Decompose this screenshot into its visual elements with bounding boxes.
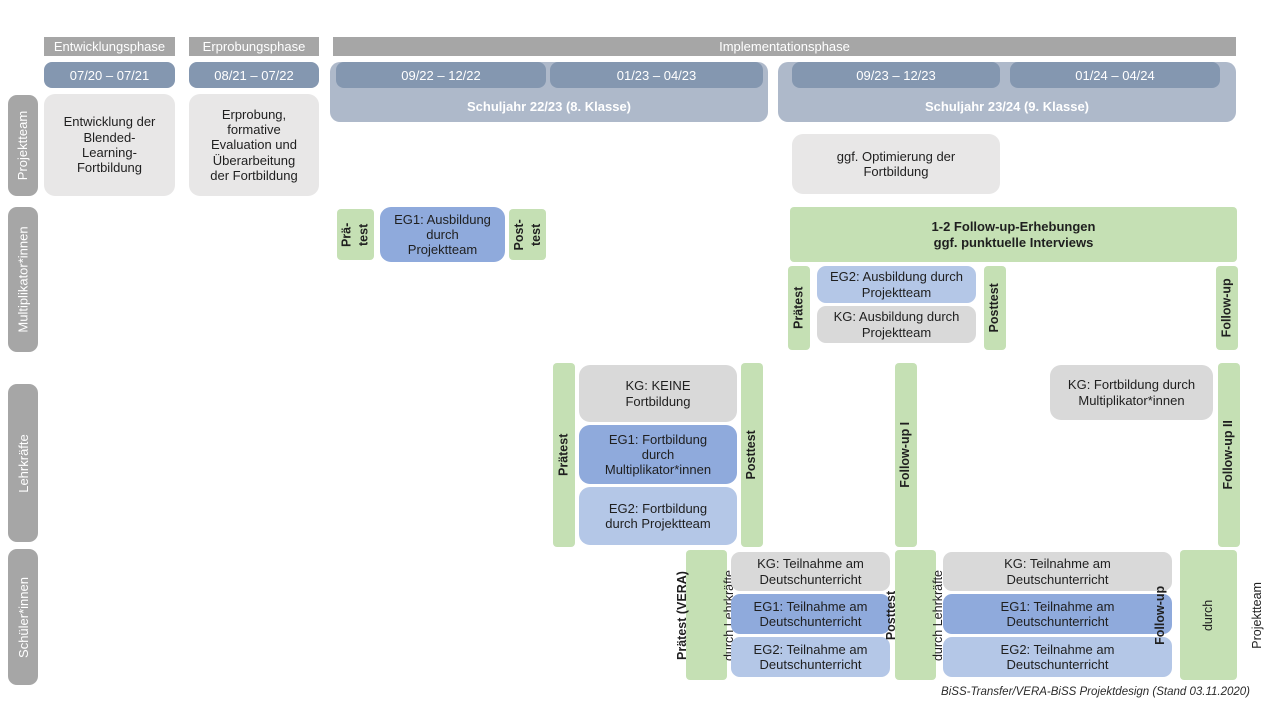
date-bar-0821-0722: 08/21 – 07/22 xyxy=(189,62,319,88)
phase-bar-entwicklung: Entwicklungsphase xyxy=(44,37,175,56)
box-eg1-teilnahme-2: EG1: Teilnahme am Deutschunterricht xyxy=(943,594,1172,634)
row-label-multiplikatoren-text: Multiplikator*innen xyxy=(15,226,31,333)
bar-followup-multiplikatoren: Follow-up xyxy=(1216,266,1238,350)
row-label-schueler-text: Schüler*innen xyxy=(15,576,31,658)
box-kg-ausbildung-projektteam: KG: Ausbildung durch Projektteam xyxy=(817,306,976,343)
bar-praetest-multiplikatoren-2-text: Prätest xyxy=(791,286,806,330)
bar-posttest-multiplikatoren-1: Post- test xyxy=(509,209,546,260)
date-bar-0123-0423: 01/23 – 04/23 xyxy=(550,62,763,88)
box-eg1-teilnahme-1: EG1: Teilnahme am Deutschunterricht xyxy=(731,594,890,634)
row-label-projektteam-text: Projektteam xyxy=(15,110,31,181)
date-bar-0922-1222: 09/22 – 12/22 xyxy=(336,62,546,88)
box-eg2-teilnahme-1: EG2: Teilnahme am Deutschunterricht xyxy=(731,637,890,677)
bar-posttest-multiplikatoren-2: Posttest xyxy=(984,266,1006,350)
date-bar-0720-0721: 07/20 – 07/21 xyxy=(44,62,175,88)
row-label-multiplikatoren: Multiplikator*innen xyxy=(8,207,38,352)
row-label-lehrkraefte: Lehrkräfte xyxy=(8,384,38,542)
bar-praetest-multiplikatoren-1: Prä- test xyxy=(337,209,374,260)
box-kg-teilnahme-2: KG: Teilnahme am Deutschunterricht xyxy=(943,552,1172,591)
bar-followup-schueler-text: Follow-up durch Projektteam xyxy=(1119,582,1280,649)
bar-posttest-lehrkraefte: Posttest xyxy=(741,363,763,547)
date-bar-0124-0424: 01/24 – 04/24 xyxy=(1010,62,1220,88)
row-label-lehrkraefte-text: Lehrkräfte xyxy=(15,433,31,493)
box-eg2-ausbildung-projektteam: EG2: Ausbildung durch Projektteam xyxy=(817,266,976,303)
bar-followup-schueler: Follow-up durch Projektteam xyxy=(1153,550,1264,680)
box-kg-keine-fortbildung: KG: KEINE Fortbildung xyxy=(579,365,737,422)
bar-posttest-schueler: Posttest durch Lehrkräfte xyxy=(884,550,945,680)
box-followup-erhebungen: 1-2 Follow-up-Erhebungen ggf. punktuelle… xyxy=(790,207,1237,262)
row-label-schueler: Schüler*innen xyxy=(8,549,38,685)
bar-praetest-multiplikatoren-2: Prätest xyxy=(788,266,810,350)
bar-praetest-lehrkraefte: Prätest xyxy=(553,363,575,547)
bar-followup1-lehrkraefte: Follow-up I xyxy=(895,363,917,547)
row-label-projektteam: Projektteam xyxy=(8,95,38,196)
bar-followup2-lehrkraefte-text: Follow-up II xyxy=(1221,420,1236,490)
followup-label: Follow-up xyxy=(1152,585,1167,645)
bar-followup1-lehrkraefte-text: Follow-up I xyxy=(898,422,913,488)
box-eg1-fortbildung-multiplikatoren: EG1: Fortbildung durch Multiplikator*inn… xyxy=(579,425,737,484)
phase-bar-implementation: Implementationsphase xyxy=(333,37,1236,56)
bar-praetest-multiplikatoren-1-text: Prä- test xyxy=(339,222,371,247)
bar-praetest-vera-schueler: Prätest (VERA) durch Lehrkräfte xyxy=(675,550,736,680)
praetest-vera-label: Prätest (VERA) xyxy=(675,570,690,660)
bar-followup-multiplikatoren-text: Follow-up xyxy=(1219,278,1234,338)
box-eg2-fortbildung-projektteam: EG2: Fortbildung durch Projektteam xyxy=(579,487,737,545)
box-eg1-ausbildung-projektteam: EG1: Ausbildung durch Projektteam xyxy=(380,207,505,262)
followup-sublabel-durch: durch xyxy=(1201,599,1216,631)
box-kg-teilnahme-1: KG: Teilnahme am Deutschunterricht xyxy=(731,552,890,591)
date-bar-0923-1223: 09/23 – 12/23 xyxy=(792,62,1000,88)
posttest-label: Posttest xyxy=(884,590,899,640)
box-optimierung-fortbildung: ggf. Optimierung der Fortbildung xyxy=(792,134,1000,194)
box-entwicklung-fortbildung: Entwicklung der Blended- Learning- Fortb… xyxy=(44,94,175,196)
box-erprobung-evaluation: Erprobung, formative Evaluation und Über… xyxy=(189,94,319,196)
box-kg-fortbildung-multiplikatoren: KG: Fortbildung durch Multiplikator*inne… xyxy=(1050,365,1213,420)
bar-posttest-multiplikatoren-1-text: Post- test xyxy=(511,218,543,251)
followup-sublabel-projektteam: Projektteam xyxy=(1250,581,1265,649)
bar-posttest-multiplikatoren-2-text: Posttest xyxy=(987,283,1002,333)
bar-posttest-lehrkraefte-text: Posttest xyxy=(744,430,759,480)
phase-bar-erprobung: Erprobungsphase xyxy=(189,37,319,56)
bar-followup2-lehrkraefte: Follow-up II xyxy=(1218,363,1240,547)
bar-praetest-lehrkraefte-text: Prätest xyxy=(556,433,571,477)
diagram-caption: BiSS-Transfer/VERA-BiSS Projektdesign (S… xyxy=(941,686,1250,698)
box-eg2-teilnahme-2: EG2: Teilnahme am Deutschunterricht xyxy=(943,637,1172,677)
